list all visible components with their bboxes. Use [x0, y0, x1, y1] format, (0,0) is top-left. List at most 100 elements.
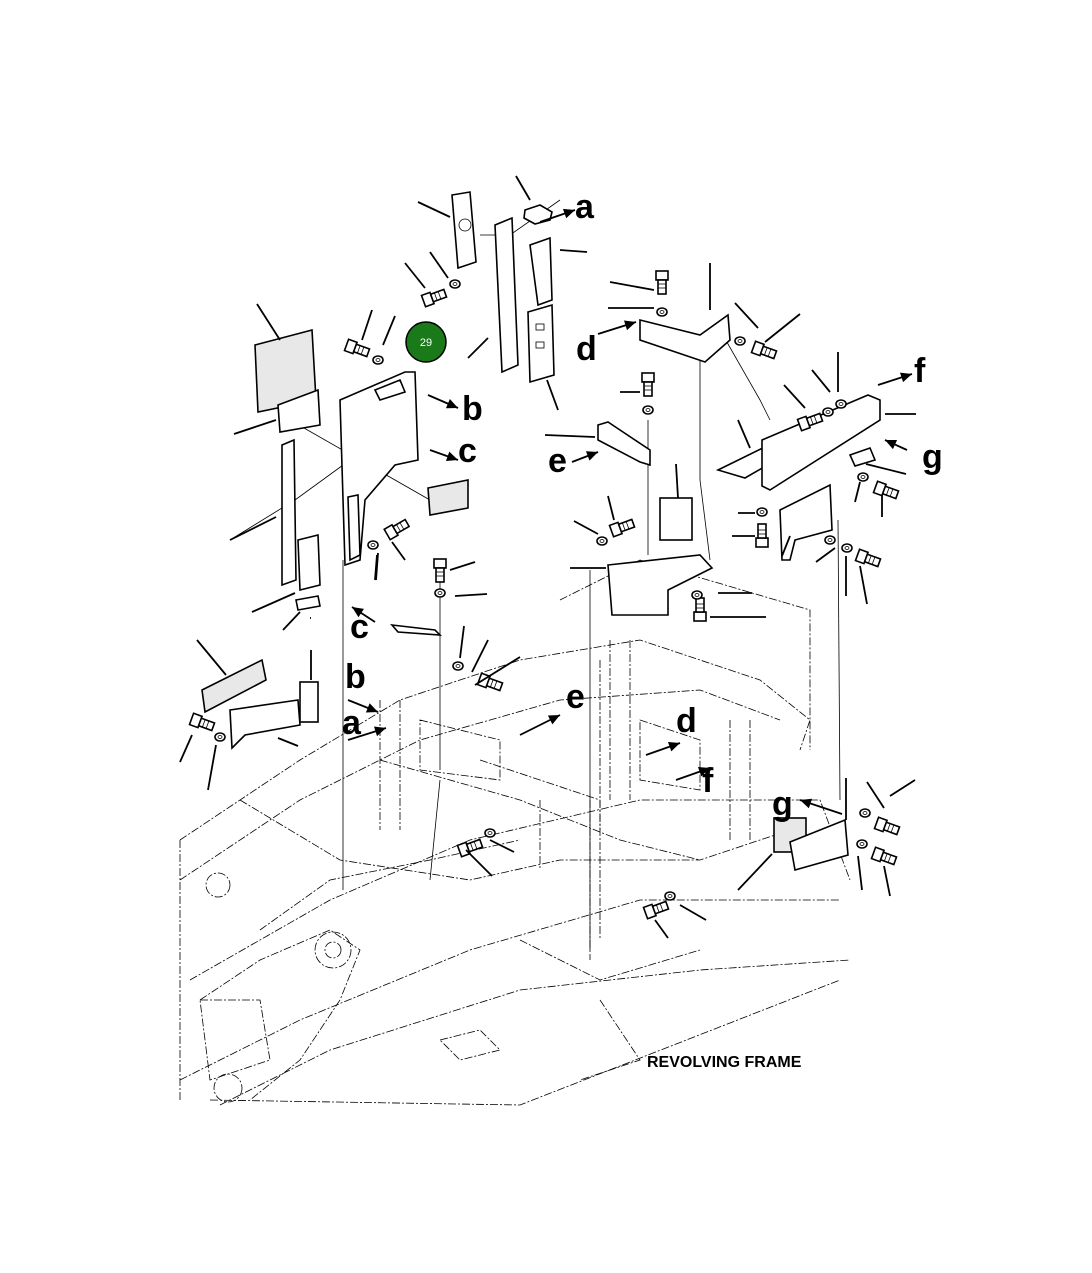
- washer-icon: [822, 407, 834, 417]
- bolt-shank: [197, 717, 216, 732]
- bolt-head: [693, 611, 707, 622]
- bolt-icon: [343, 338, 371, 358]
- leader-line: [196, 639, 227, 676]
- arrow-head-icon: [365, 703, 378, 713]
- ref-letter-c-bottom: c: [350, 608, 369, 646]
- bolt-shank: [435, 567, 445, 583]
- bolt-thread: [659, 903, 664, 912]
- arrow-head-icon: [352, 607, 364, 618]
- leader-line: [256, 303, 281, 341]
- leader-line: [679, 904, 707, 921]
- washer-icon: [734, 336, 746, 346]
- washer-hole: [844, 546, 850, 550]
- bolt-shank: [695, 597, 705, 613]
- leader-line: [417, 201, 451, 218]
- bolt-icon: [642, 900, 670, 920]
- bolt-thread: [813, 415, 818, 424]
- bolt-shank: [429, 288, 448, 303]
- leader-line: [207, 744, 217, 791]
- washer-hole: [825, 410, 831, 414]
- washer-icon: [756, 507, 768, 517]
- washer-hole: [455, 664, 461, 668]
- leader-line: [467, 337, 489, 359]
- arrow-head-icon: [374, 726, 386, 737]
- leader-line: [454, 593, 488, 597]
- leader-line: [737, 853, 773, 891]
- washer-hole: [487, 831, 493, 835]
- bolt-shank: [863, 553, 882, 568]
- leader-line: [865, 463, 907, 475]
- washer-icon: [856, 839, 868, 849]
- washer-icon: [449, 279, 461, 289]
- bolt-thread: [622, 522, 626, 531]
- bolt-thread: [890, 824, 895, 833]
- bolt-thread: [887, 854, 892, 863]
- ref-letter-g-bottom: g: [772, 785, 793, 823]
- leader-line: [449, 561, 476, 571]
- leader-line: [429, 251, 449, 279]
- leader-line: [361, 309, 373, 341]
- leader-line: [559, 249, 588, 253]
- washer-hole: [694, 593, 700, 597]
- bolt-icon: [608, 518, 636, 538]
- leader-line: [764, 313, 801, 343]
- bolt-thread: [656, 904, 660, 913]
- washer-icon: [691, 590, 703, 600]
- washer-icon: [656, 307, 668, 317]
- washer-hole: [838, 402, 844, 406]
- bolt-icon: [796, 412, 824, 432]
- ref-letter-e-bottom: e: [566, 678, 585, 716]
- washer-icon: [434, 588, 446, 598]
- bolt-icon: [873, 816, 901, 836]
- washer-hole: [862, 811, 868, 815]
- arrow-head-icon: [800, 798, 813, 809]
- leader-line: [282, 611, 301, 631]
- ref-letter-d-top: d: [576, 330, 597, 368]
- bolt-icon: [854, 548, 882, 568]
- arrow-head-icon: [445, 399, 458, 409]
- washer-icon: [484, 828, 496, 838]
- leader-line: [859, 565, 868, 605]
- washer-icon: [372, 355, 384, 365]
- bolt-thread: [205, 720, 210, 729]
- arrow-head-icon: [562, 208, 575, 219]
- left-shim-stack: [254, 328, 321, 611]
- arrow-head-icon: [585, 451, 598, 461]
- bolt-thread: [202, 719, 206, 728]
- leader-line: [883, 865, 891, 897]
- bolt-thread: [437, 291, 442, 300]
- bolt-shank: [881, 485, 900, 500]
- washer-hole: [659, 310, 665, 314]
- washer-icon: [835, 399, 847, 409]
- leader-line: [277, 737, 299, 747]
- ref-letter-f-top: f: [914, 352, 926, 390]
- leader-line: [546, 379, 559, 411]
- bolt-thread: [396, 524, 401, 532]
- washer-hole: [860, 475, 866, 479]
- ref-letter-a-top: a: [575, 188, 595, 226]
- bolt-icon: [872, 480, 900, 500]
- callout-29[interactable]: 29: [405, 321, 447, 363]
- bolt-icon: [655, 270, 669, 295]
- washer-hole: [375, 358, 381, 362]
- bolt-shank: [485, 677, 504, 692]
- washer-hole: [370, 543, 376, 547]
- bolt-thread: [887, 823, 891, 832]
- callout-29-badge[interactable]: [405, 321, 447, 363]
- bolt-thread: [470, 842, 474, 851]
- leader-line: [811, 369, 831, 393]
- bolt-shank: [879, 851, 898, 866]
- bolt-head: [755, 537, 769, 548]
- washer-icon: [214, 732, 226, 742]
- washer-icon: [642, 405, 654, 415]
- bolt-shank: [757, 523, 767, 539]
- washer-hole: [827, 538, 833, 542]
- bolt-thread: [493, 680, 498, 689]
- leader-lines: [179, 175, 916, 939]
- bolt-shank: [657, 279, 667, 295]
- arrow-head-icon: [624, 320, 636, 331]
- revolving-frame-drawing: [179, 559, 851, 1106]
- bolt-icon: [383, 518, 411, 541]
- washer-hole: [759, 510, 765, 514]
